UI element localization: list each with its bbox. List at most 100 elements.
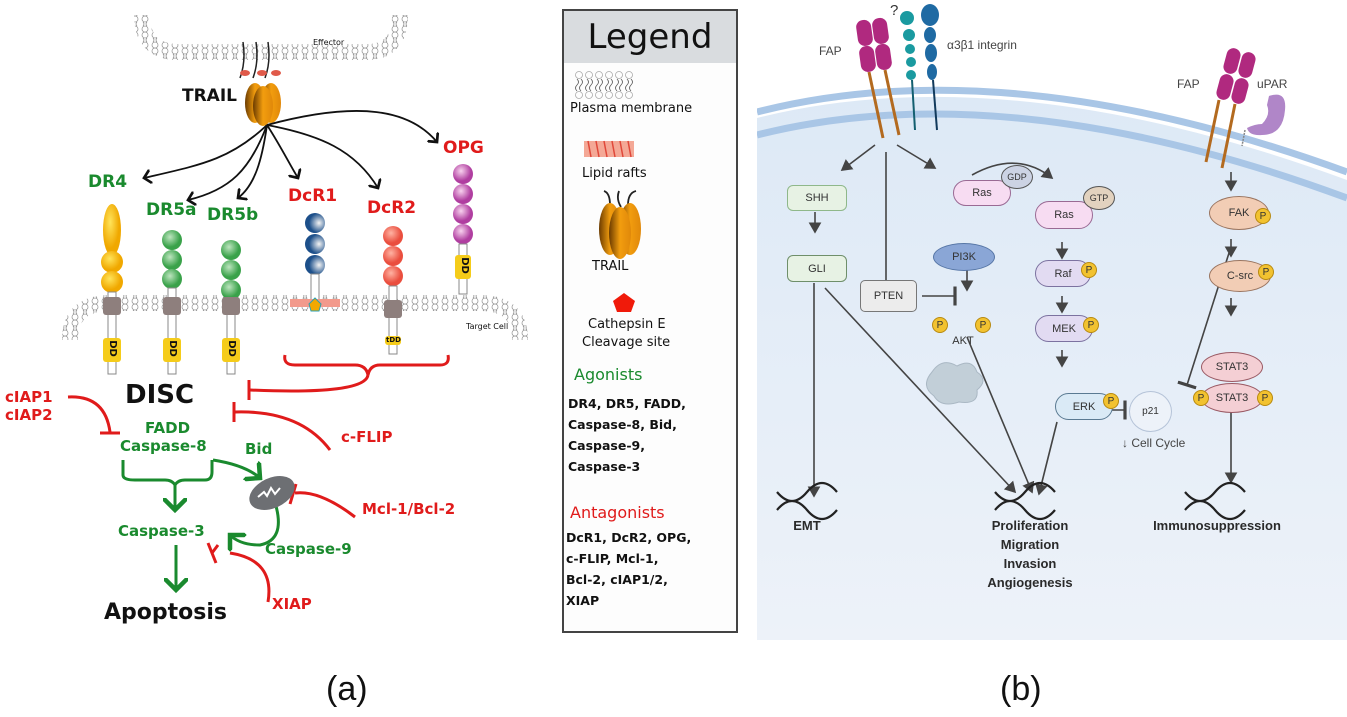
gdp-badge: GDP: [1001, 165, 1033, 189]
akt-shape: [926, 362, 984, 405]
node-ras-gtp: Ras: [1035, 201, 1093, 229]
panel-a-drawing: [62, 14, 528, 603]
node-shh: SHH: [787, 185, 847, 211]
dd-label: DD: [458, 257, 470, 274]
phospho-badge: P: [1103, 393, 1119, 409]
caspase3-label: Caspase-3: [118, 522, 205, 540]
legend-plasma-membrane: Plasma membrane: [570, 101, 693, 116]
integrin-alpha3beta1: [900, 4, 939, 131]
caspase9-label: Caspase-9: [265, 540, 352, 558]
disc-label: DISC: [125, 380, 195, 410]
outcome-emt: EMT: [793, 518, 821, 533]
outcome-immunosuppression: Immunosuppression: [1153, 518, 1281, 533]
dd-label: DD: [166, 340, 178, 357]
receptor-label-dcr2: DcR2: [367, 198, 417, 218]
fap-dimer-right: [1204, 48, 1256, 169]
node-fak: FAK: [1209, 196, 1269, 230]
receptor-label-dr5a: DR5a: [146, 200, 197, 220]
phospho-badge: P: [1083, 317, 1099, 333]
legend-title: Legend: [564, 11, 736, 63]
node-pi3k: PI3K: [933, 243, 995, 271]
cflip-label: c-FLIP: [341, 428, 393, 446]
legend-lipid-rafts: Lipid rafts: [582, 166, 647, 181]
bid-label: Bid: [245, 440, 273, 458]
outcome-angiogenesis: Angiogenesis: [987, 575, 1073, 590]
legend-agonists-list: DR4, DR5, FADD, Caspase-8, Bid, Caspase-…: [568, 393, 686, 477]
outcome-center: Proliferation Migration Invasion Angioge…: [975, 516, 1085, 592]
plasma-membrane-icon: [574, 71, 634, 99]
cell-interior: [757, 96, 1347, 640]
agonist-line: Caspase-8, Bid,: [568, 417, 677, 432]
trail-icon: [599, 190, 641, 259]
dd-label: DD: [225, 340, 237, 357]
legend-box: Legend Plasma membrane Lipid rafts TRAIL…: [562, 9, 738, 633]
receptor-label-dr5b: DR5b: [207, 205, 259, 225]
node-raf: Raf: [1035, 260, 1091, 287]
antagonist-line: DcR1, DcR2, OPG,: [566, 530, 692, 545]
phospho-badge: P: [1193, 390, 1209, 406]
receptor-label-opg: OPG: [443, 138, 484, 158]
cell-membrane-inner: [757, 110, 1347, 202]
cathepsin-cleavage-site: [308, 297, 322, 312]
antagonist-line: c-FLIP, Mcl-1,: [566, 551, 659, 566]
mcl1-bcl2-label: Mcl-1/Bcl-2: [362, 500, 456, 518]
outcome-invasion: Invasion: [1003, 556, 1057, 571]
question-mark-label: ?: [890, 2, 899, 19]
target-cell-label: Target Cell: [466, 322, 509, 331]
legend-agonists-title: Agonists: [574, 365, 643, 384]
mitochondrion-icon: [249, 476, 295, 510]
dcr2-receptor: [383, 226, 403, 355]
node-stat3-top: STAT3: [1201, 352, 1263, 382]
fap-dimer-left: [856, 17, 901, 139]
fadd-label: FADD: [145, 419, 191, 437]
fap-label-left: FAP: [819, 44, 842, 58]
caption-a: (a): [326, 670, 368, 708]
apoptosis-label: Apoptosis: [104, 600, 227, 625]
receptor-label-dr4: DR4: [88, 172, 128, 192]
phospho-badge: P: [1258, 264, 1274, 280]
dna-icon-immuno: [1184, 481, 1246, 521]
legend-cathepsin-line1: Cathepsin E: [588, 317, 666, 332]
panel-a-trail-pathway: Effector Target Cell TRAIL DR4 DR5a DR5b…: [0, 0, 555, 640]
node-stat3-bottom: STAT3: [1201, 383, 1263, 413]
tdd-label: tDD: [386, 336, 401, 344]
agonist-line: Caspase-3: [568, 459, 641, 474]
xiap-label: XIAP: [272, 595, 312, 613]
outcome-migration: Migration: [1000, 537, 1060, 552]
node-p21: p21: [1129, 391, 1172, 432]
phospho-badge: P: [1257, 390, 1273, 406]
panel-b-drawing: [757, 4, 1347, 640]
dr5a-receptor: [162, 230, 182, 375]
node-mek: MEK: [1035, 315, 1093, 342]
caption-b: (b): [1000, 670, 1042, 708]
phospho-badge: P: [1255, 208, 1271, 224]
target-cell-membrane: [62, 295, 528, 341]
node-ras-gdp: Ras: [953, 180, 1011, 206]
dd-label: DD: [106, 340, 118, 357]
agonist-line: DR4, DR5, FADD,: [568, 396, 686, 411]
legend-antagonists-list: DcR1, DcR2, OPG, c-FLIP, Mcl-1, Bcl-2, c…: [566, 527, 691, 611]
dcr1-receptor: [290, 213, 340, 312]
upar-receptor: [1247, 94, 1286, 136]
legend-cathepsin-line2: Cleavage site: [582, 335, 671, 350]
node-pten: PTEN: [860, 280, 917, 312]
legend-trail: TRAIL: [592, 259, 629, 274]
dna-icon-center: [994, 481, 1056, 521]
outcome-proliferation: Proliferation: [991, 518, 1069, 533]
upar-label: uPAR: [1257, 77, 1288, 91]
panel-b-fap-signaling: FAP ? α3β1 integrin FAP uPAR SHH GLI PTE…: [757, 0, 1347, 640]
dr5b-receptor: [221, 240, 241, 375]
gtp-badge: GTP: [1083, 186, 1115, 210]
node-gli: GLI: [787, 255, 847, 282]
legend-antagonists-title: Antagonists: [570, 503, 665, 522]
dr4-receptor: [101, 204, 123, 375]
phospho-badge: P: [975, 317, 991, 333]
fap-label-right: FAP: [1177, 77, 1200, 91]
caspase8-label: Caspase-8: [120, 437, 207, 455]
receptor-label-dcr1: DcR1: [288, 186, 338, 206]
antagonist-line: XIAP: [566, 593, 600, 608]
phospho-badge: P: [1081, 262, 1097, 278]
opg-receptor: [453, 164, 473, 295]
trail-label: TRAIL: [182, 86, 238, 106]
cell-membrane-outer: [757, 86, 1347, 176]
